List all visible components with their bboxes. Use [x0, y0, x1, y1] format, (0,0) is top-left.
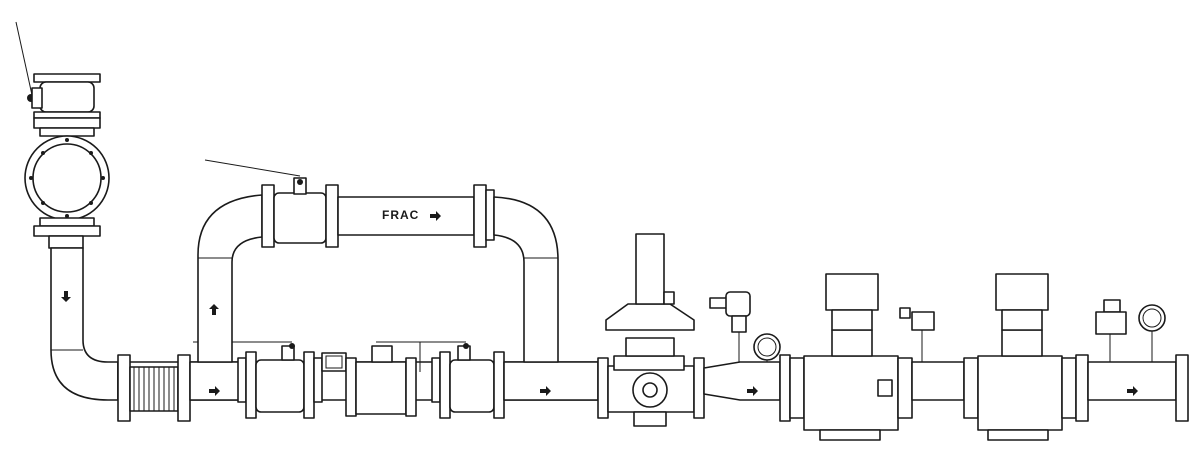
flow-meter-display	[313, 352, 347, 403]
solenoid-valve-2	[1095, 299, 1127, 362]
safety-shutoff-valve-2	[963, 273, 1077, 441]
pressure-regulator	[597, 233, 705, 427]
bypass-label: FRAC	[382, 208, 419, 222]
outlet-reducer	[703, 361, 781, 401]
pilot-regulator	[709, 291, 751, 362]
flow-meter	[345, 342, 421, 417]
expansion-joint	[117, 354, 191, 422]
bypass-loop: FRAC	[197, 159, 559, 363]
inlet-down-pipe	[48, 235, 119, 401]
main-ball-valve-2	[376, 341, 505, 419]
safety-shutoff-valve-1	[779, 273, 913, 441]
bypass-tee-outlet	[503, 361, 599, 401]
bypass-tee-inlet	[189, 361, 241, 401]
main-ball-valve-1	[193, 341, 315, 419]
connector-pipe-1	[911, 361, 965, 401]
inlet-strainer	[24, 127, 110, 237]
inlet-ball-valve	[15, 21, 101, 129]
pressure-gauge-1	[753, 333, 781, 362]
solenoid-valve-1	[899, 307, 935, 362]
pressure-gauge-2	[1138, 304, 1166, 362]
outlet-pipe	[1075, 354, 1189, 422]
